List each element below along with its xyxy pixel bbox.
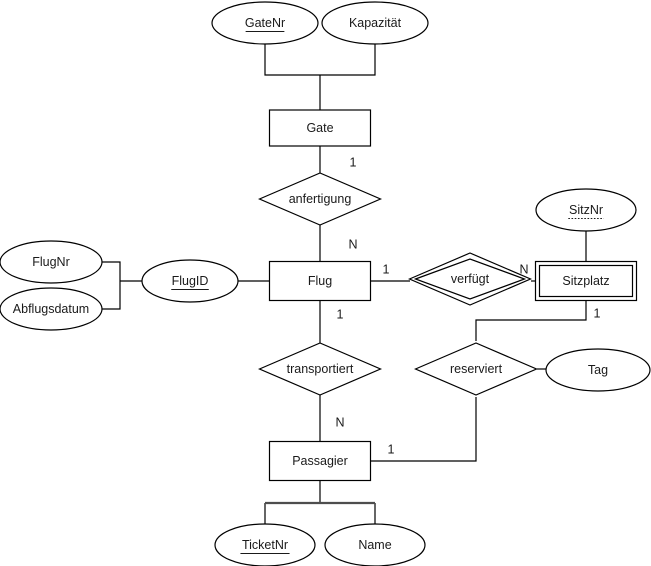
relationship-transportiert[interactable]: transportiert: [257, 342, 383, 396]
card-flug-verfuegt: 1: [383, 262, 390, 276]
attribute-ellipse-ticketnr: [214, 523, 316, 566]
card-transportiert-passagier: N: [335, 415, 344, 429]
attribute-flugnr[interactable]: FlugNr: [0, 240, 103, 284]
entity-passagier[interactable]: Passagier: [268, 440, 372, 482]
attribute-label-tag: Tag: [588, 363, 608, 377]
relationship-diamond-transportiert: [257, 342, 383, 396]
entity-sitzplatz[interactable]: Sitzplatz: [534, 260, 638, 302]
relationship-label-verfuegt: verfügt: [451, 272, 490, 286]
attribute-gatenr[interactable]: GateNr: [211, 1, 319, 45]
entity-label-passagier: Passagier: [292, 454, 348, 468]
relationship-verfuegt[interactable]: verfügt: [407, 252, 533, 306]
attribute-label-sitznr: SitzNr: [569, 203, 603, 217]
conn-reserviert-passagier: [371, 397, 477, 462]
conn-sitzplatz-reserviert: [475, 300, 587, 341]
entity-label-flug: Flug: [308, 274, 332, 288]
entity-box-gate: [268, 109, 372, 147]
relationship-label-transportiert: transportiert: [287, 362, 354, 376]
entity-flug[interactable]: Flug: [268, 260, 372, 302]
attribute-ellipse-name: [324, 523, 426, 566]
attribute-label-abflugsdatum: Abflugsdatum: [13, 302, 89, 316]
conn-flugattr-bracket: [102, 261, 121, 310]
relationship-diamond-reserviert: [413, 342, 539, 396]
attribute-ellipse-gatenr: [211, 1, 319, 45]
attribute-tag[interactable]: Tag: [545, 348, 651, 392]
attribute-label-name: Name: [358, 538, 391, 552]
attribute-sitznr[interactable]: SitzNr: [535, 188, 637, 232]
relationship-reserviert[interactable]: reserviert: [413, 342, 539, 396]
attribute-ellipse-sitznr: [535, 188, 637, 232]
identifying-relationship-inner-diamond-verfuegt: [413, 258, 527, 300]
entity-box-sitzplatz: [534, 260, 638, 302]
attribute-label-kapazitaet: Kapazität: [349, 16, 402, 30]
connectors-layer: [102, 44, 587, 524]
relationship-diamond-verfuegt: [407, 252, 533, 306]
attribute-label-flugid: FlugID: [172, 274, 209, 288]
attribute-kapazitaet[interactable]: Kapazität: [321, 1, 429, 45]
card-verfuegt-sitzplatz: N: [519, 262, 528, 276]
attribute-ellipse-flugid: [141, 259, 239, 303]
weak-entity-inner-box-sitzplatz: [538, 264, 634, 298]
attribute-ellipse-flugnr: [0, 240, 103, 284]
card-gate-anfertigung: 1: [350, 155, 357, 169]
relationship-label-anfertigung: anfertigung: [289, 192, 352, 206]
relationship-diamond-anfertigung: [257, 172, 383, 226]
card-sitzplatz-reserviert: 1: [594, 306, 601, 320]
card-anfertigung-flug: N: [348, 237, 357, 251]
attribute-label-ticketnr: TicketNr: [242, 538, 288, 552]
entity-gate[interactable]: Gate: [268, 109, 372, 147]
relationships-layer: anfertigung verfügt transportiert reservier…: [257, 172, 539, 396]
attribute-ellipse-kapazitaet: [321, 1, 429, 45]
entity-label-gate: Gate: [306, 121, 333, 135]
entity-box-passagier: [268, 440, 372, 482]
attribute-label-flugnr: FlugNr: [32, 255, 70, 269]
attribute-label-gatenr: GateNr: [245, 16, 285, 30]
attribute-ellipse-tag: [545, 348, 651, 392]
entity-label-sitzplatz: Sitzplatz: [562, 274, 609, 288]
attribute-name[interactable]: Name: [324, 523, 426, 566]
card-passagier-reserviert: 1: [388, 442, 395, 456]
attribute-ticketnr[interactable]: TicketNr: [214, 523, 316, 566]
relationship-label-reserviert: reserviert: [450, 362, 503, 376]
relationship-anfertigung[interactable]: anfertigung: [257, 172, 383, 226]
attribute-abflugsdatum[interactable]: Abflugsdatum: [0, 287, 103, 331]
attribute-ellipse-abflugsdatum: [0, 287, 103, 331]
card-flug-transportiert: 1: [337, 307, 344, 321]
entity-box-flug: [268, 260, 372, 302]
conn-gatenr-junction: [264, 44, 376, 76]
attribute-flugid[interactable]: FlugID: [141, 259, 239, 303]
